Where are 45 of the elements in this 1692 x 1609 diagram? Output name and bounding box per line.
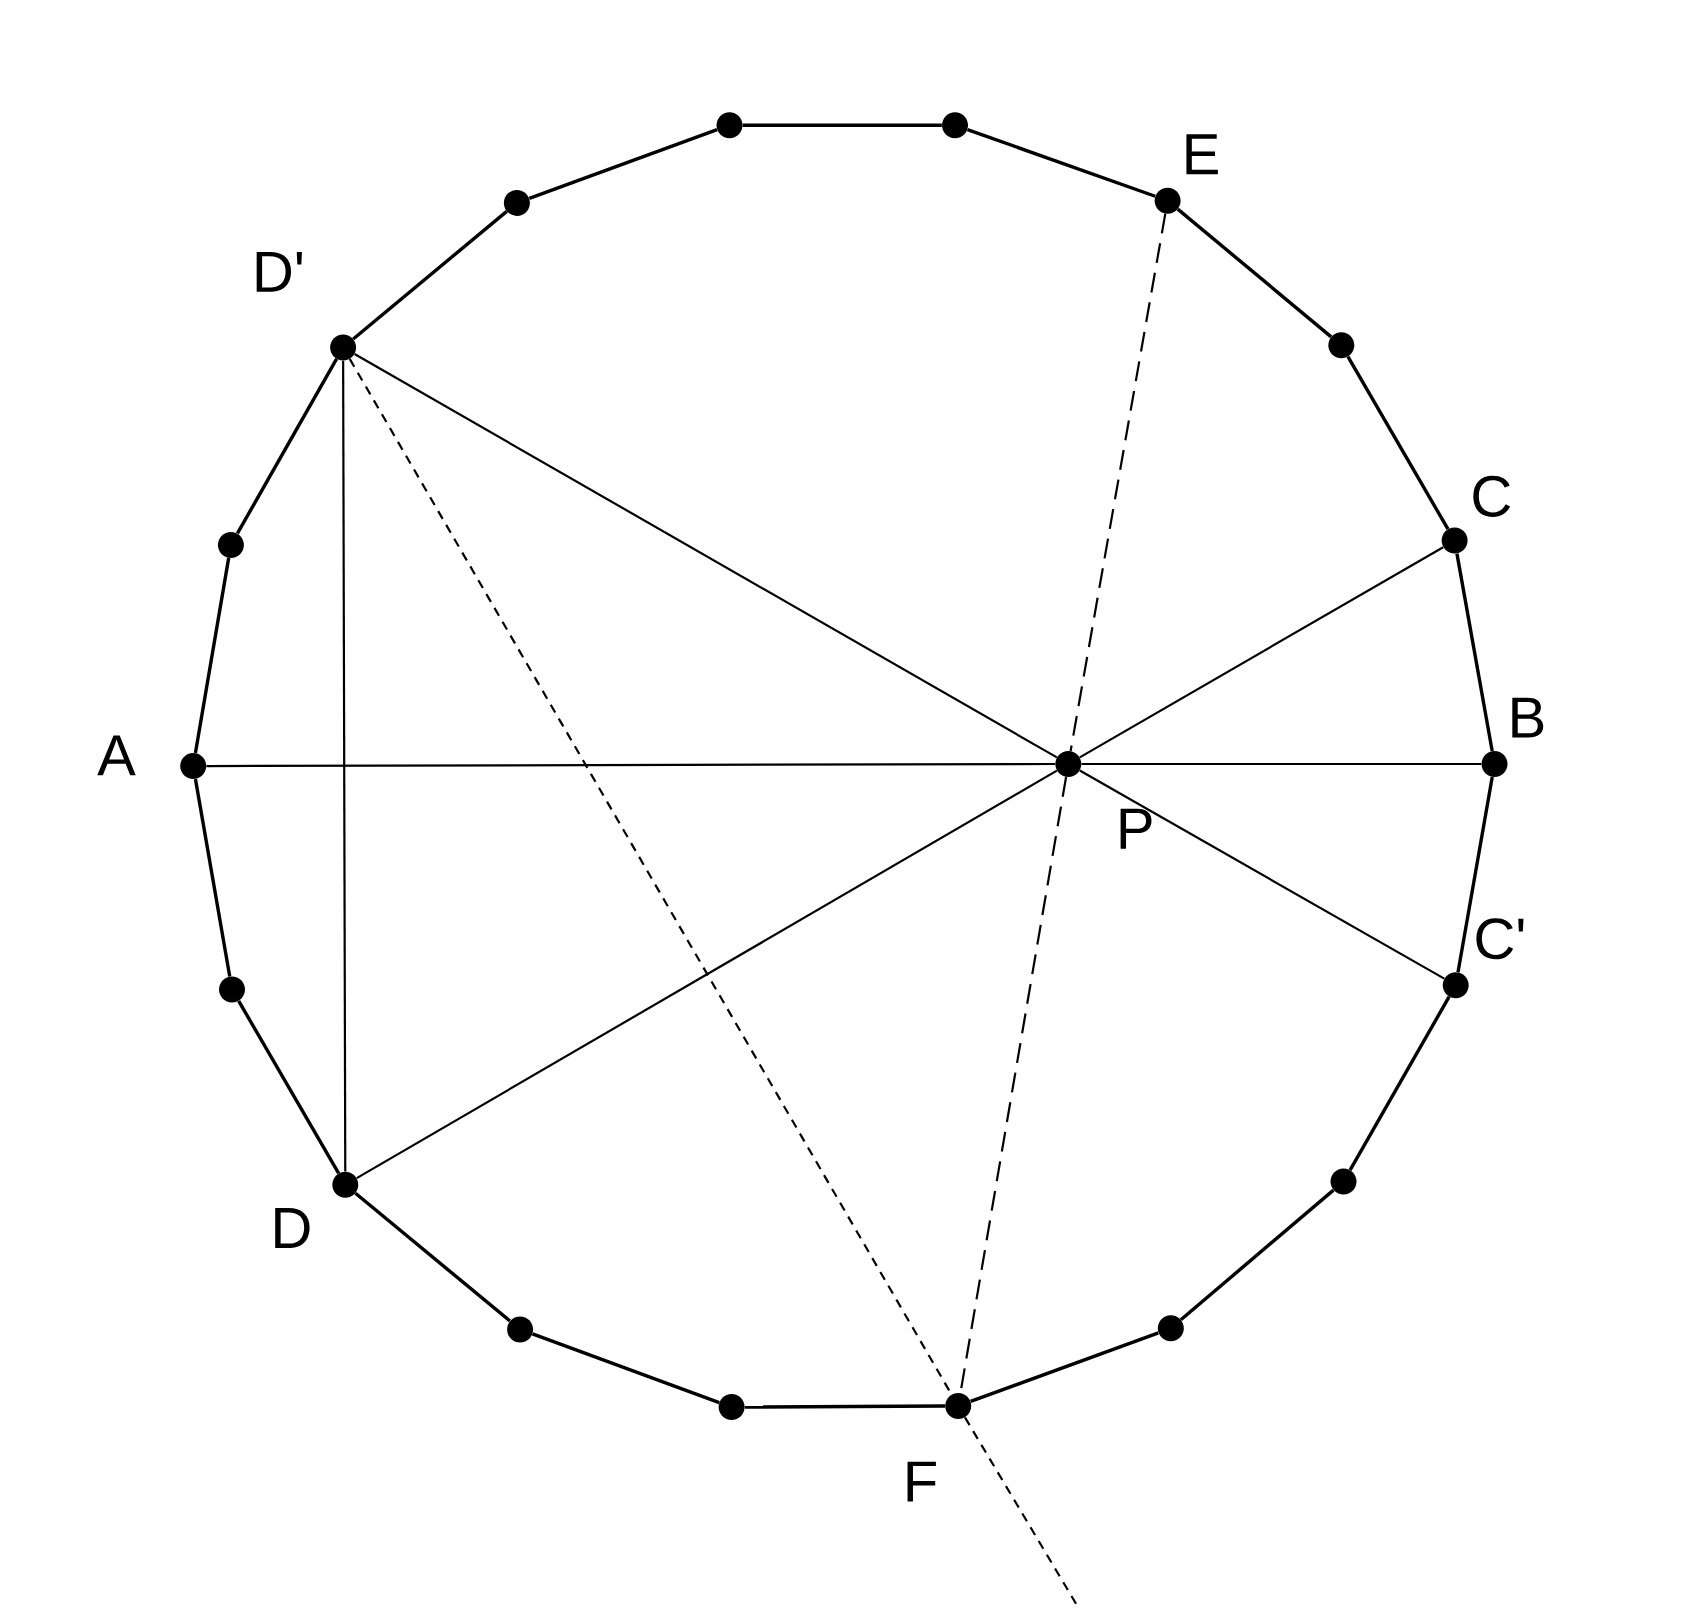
vertex-dot: [1330, 1168, 1357, 1195]
vertex-dot: [507, 1316, 534, 1343]
point-label: F: [907, 1461, 936, 1502]
vertex-dot: [217, 531, 244, 558]
vertex-dot: [716, 112, 743, 139]
point-label: C: [1473, 475, 1511, 517]
polygon-side: [531, 1332, 720, 1405]
vertex-dot: [1157, 1315, 1184, 1342]
polygon-side: [237, 1000, 341, 1175]
polygon-side: [235, 358, 339, 535]
chord-line: [1079, 546, 1444, 759]
polygon-side: [352, 210, 508, 341]
vertex-dot: [942, 112, 968, 139]
point-label: D: [275, 1208, 310, 1248]
polygon-side: [528, 128, 718, 200]
point-label: C': [1476, 918, 1524, 960]
vertex-dot: [718, 1394, 745, 1421]
point-label: E: [1186, 134, 1218, 175]
polygon-side: [1456, 776, 1494, 973]
chord-line: [354, 353, 1058, 759]
polygon-side: [193, 557, 231, 754]
point-label: A: [97, 735, 136, 776]
polygon-side: [1179, 1188, 1335, 1322]
vertex-dot: [503, 189, 530, 216]
polygon-side: [966, 128, 1156, 198]
dashed-line: [1069, 213, 1167, 752]
chord-line: [206, 762, 1056, 768]
polygon-side: [193, 778, 232, 977]
polygon-side: [1176, 207, 1333, 339]
polygon-side: [1455, 553, 1494, 752]
chord-line: [1081, 762, 1482, 766]
point-label: P: [1120, 808, 1152, 849]
polygon-side: [970, 1331, 1159, 1404]
chord-line: [342, 360, 347, 1172]
chord-line: [356, 769, 1058, 1180]
point-label: D': [256, 251, 302, 292]
polygon-side: [1346, 355, 1450, 531]
polygon-side: [354, 1191, 511, 1323]
polygon-side: [744, 1404, 946, 1409]
polygon-side: [1348, 995, 1451, 1171]
chord-line: [1079, 769, 1445, 980]
vertex-dot: [219, 976, 245, 1003]
vertex-dot: [1328, 332, 1355, 359]
point-label: B: [1512, 697, 1544, 738]
polygon-side: [742, 123, 942, 127]
